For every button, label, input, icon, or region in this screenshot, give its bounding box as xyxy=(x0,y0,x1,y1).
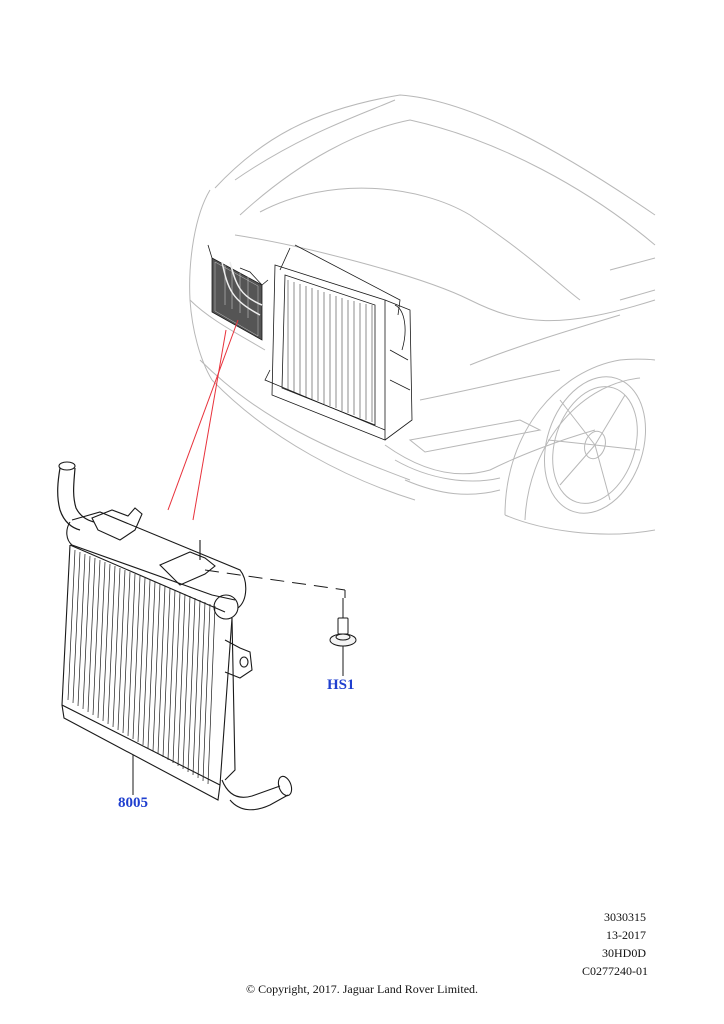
vehicle-outline xyxy=(189,94,656,535)
ref-line-2: 13-2017 xyxy=(606,928,646,942)
ref-line-1: 3030315 xyxy=(604,910,646,924)
vehicle-cooler xyxy=(207,244,269,341)
copyright-notice: © Copyright, 2017. Jaguar Land Rover Lim… xyxy=(245,982,479,996)
fastener-leader xyxy=(204,569,346,598)
ref-line-4: C0277240-01 xyxy=(582,964,648,978)
callout-hs1[interactable]: HS1 xyxy=(327,677,355,693)
oil-cooler[interactable] xyxy=(57,461,294,811)
ref-line-3: 30HD0D xyxy=(602,946,646,960)
fastener-hs1[interactable] xyxy=(329,598,357,676)
vehicle-radiator xyxy=(264,244,413,441)
leader-lines xyxy=(167,319,239,521)
callout-8005[interactable]: 8005 xyxy=(118,795,148,811)
